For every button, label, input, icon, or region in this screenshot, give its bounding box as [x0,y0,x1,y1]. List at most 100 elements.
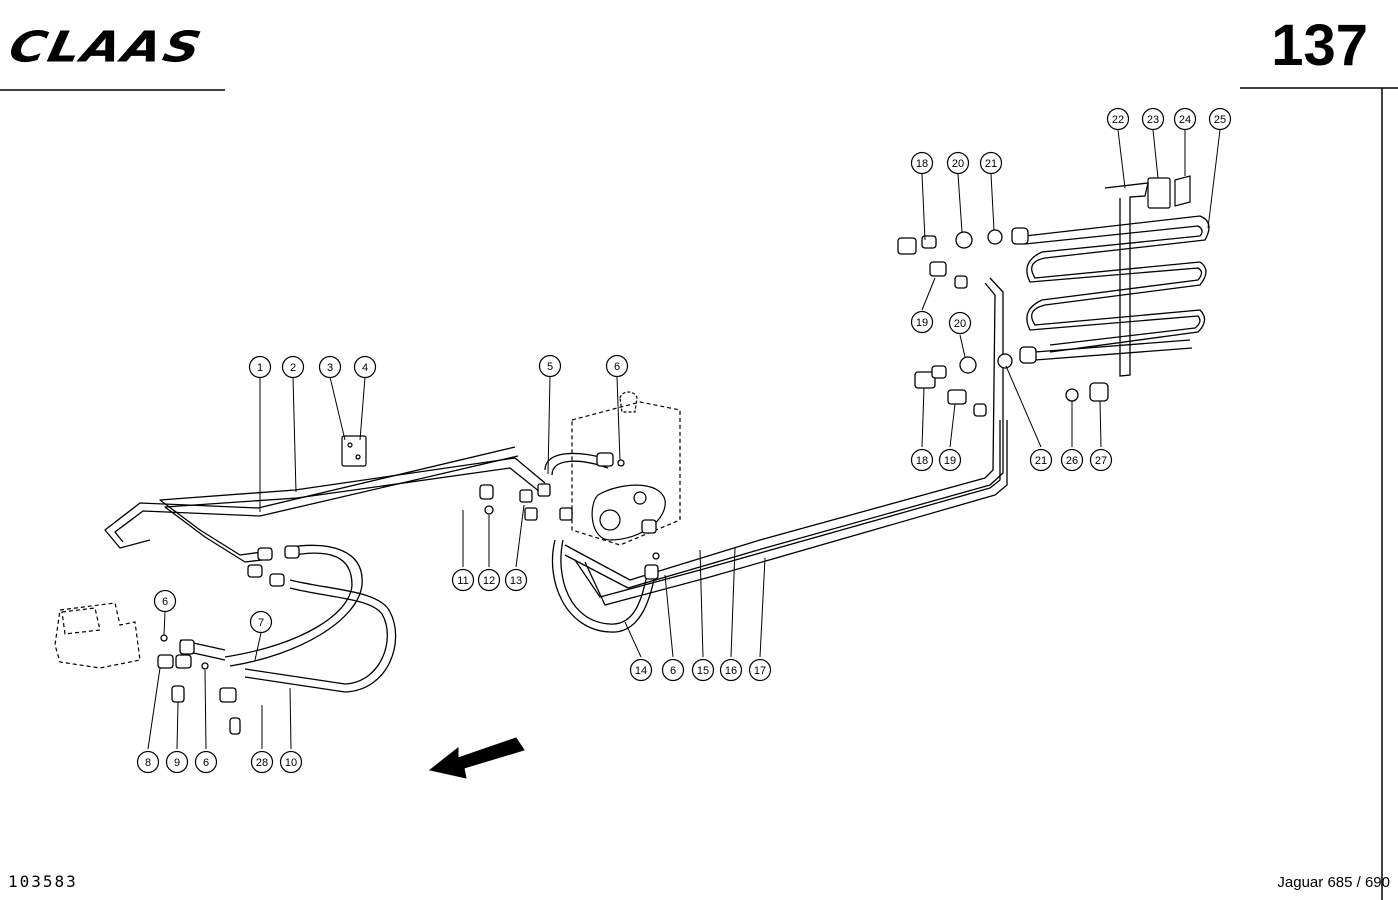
callout-label: 6 [203,757,209,769]
pump-assembly [571,391,681,546]
callout-8: 8 [136,750,160,774]
callout-circle [979,151,1003,175]
callout-label: 19 [916,317,928,329]
callout-label: 22 [1112,114,1124,126]
callout-6: 6 [605,354,629,378]
callout-circle [629,658,653,682]
callout-label: 10 [285,757,297,769]
callout-circle [153,589,177,613]
fittings [157,227,1109,735]
callout-label: 27 [1095,455,1107,467]
callout-label: 20 [954,318,966,330]
callout-17: 17 [748,658,772,682]
callout-16: 16 [719,658,743,682]
callout-6: 6 [194,750,218,774]
callout-circle [279,750,303,774]
callout-18: 18 [910,448,934,472]
callout-label: 21 [985,158,997,170]
callout-14: 14 [629,658,653,682]
callout-label: 9 [174,757,180,769]
callout-label: 18 [916,158,928,170]
callout-circle [719,658,743,682]
callout-label: 26 [1066,455,1078,467]
callout-label: 19 [944,455,956,467]
callout-label: 16 [725,665,737,677]
callout-label: 21 [1035,455,1047,467]
callout-label: 28 [256,757,268,769]
callout-13: 13 [504,568,528,592]
callout-24: 24 [1173,107,1197,131]
callout-circle [948,311,972,335]
callout-23: 23 [1141,107,1165,131]
callout-label: 14 [635,665,647,677]
callout-label: 5 [547,361,553,373]
callout-label: 12 [483,575,495,587]
callout-6: 6 [153,589,177,613]
callout-circle [1060,448,1084,472]
callout-9: 9 [165,750,189,774]
callout-7: 7 [249,610,273,634]
callout-label: 6 [162,596,168,608]
callout-4: 4 [353,355,377,379]
callout-circle [248,355,272,379]
callout-18: 18 [910,151,934,175]
callout-circle [538,354,562,378]
callout-circle [1173,107,1197,131]
model-name: Jaguar 685 / 690 [1277,874,1390,891]
callout-circle [477,568,501,592]
callout-circle [910,151,934,175]
document-code: 103583 [8,872,78,891]
callout-label: 3 [327,362,333,374]
callout-circle [661,658,685,682]
callout-25: 25 [1208,107,1232,131]
callout-label: 7 [258,617,264,629]
callout-21: 21 [979,151,1003,175]
page-number: 137 [1271,13,1368,78]
leader-lines [147,129,1221,750]
callout-circle [938,448,962,472]
callout-circle [748,658,772,682]
callout-circle [1106,107,1130,131]
callout-circle [1208,107,1232,131]
callout-3: 3 [318,355,342,379]
callout-label: 13 [510,575,522,587]
callout-circle [910,448,934,472]
callout-5: 5 [538,354,562,378]
callout-circle [451,568,475,592]
callout-circle [1141,107,1165,131]
callout-label: 6 [670,665,676,677]
callout-circle [194,750,218,774]
callout-20: 20 [946,151,970,175]
callout-label: 2 [290,362,296,374]
callout-circle [136,750,160,774]
callout-label: 4 [362,362,368,374]
callout-2: 2 [281,355,305,379]
valve-housing [54,602,141,669]
callout-1: 1 [248,355,272,379]
direction-arrow [428,737,525,779]
callout-11: 11 [451,568,475,592]
callout-circle [504,568,528,592]
callout-label: 25 [1214,114,1226,126]
callout-27: 27 [1089,448,1113,472]
callout-circle [910,310,934,334]
callout-circle [249,610,273,634]
callout-circle [353,355,377,379]
clip-23-24 [1147,175,1191,209]
callout-circle [165,750,189,774]
callout-22: 22 [1106,107,1130,131]
callout-circle [946,151,970,175]
callout-label: 18 [916,455,928,467]
callout-21: 21 [1029,448,1053,472]
callout-label: 15 [697,665,709,677]
callout-28: 28 [250,750,274,774]
callout-label: 20 [952,158,964,170]
callout-10: 10 [279,750,303,774]
callout-20: 20 [948,311,972,335]
callout-label: 23 [1147,114,1159,126]
callout-circle [281,355,305,379]
